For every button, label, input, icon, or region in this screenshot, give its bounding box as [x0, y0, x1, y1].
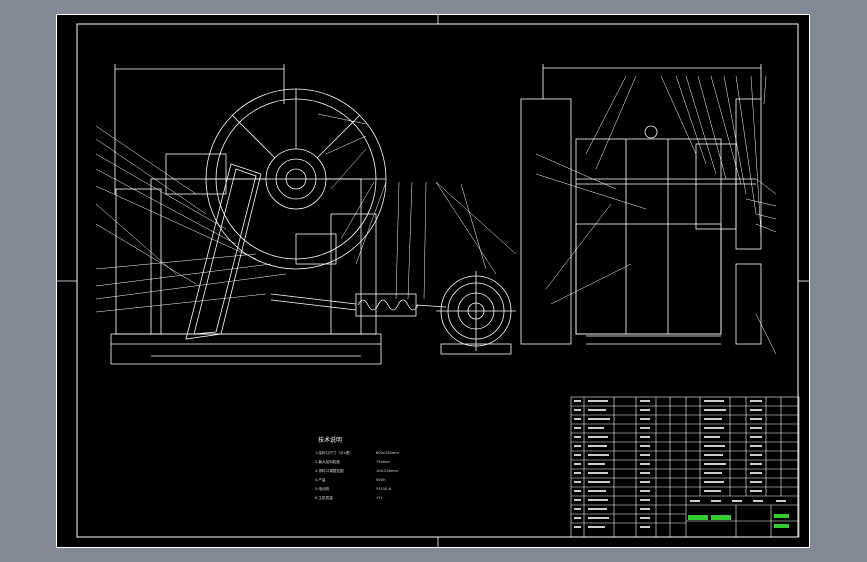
technical-notes: 技术说明 1.给料口尺寸（长x宽） 600x750mm 2.最大给料粒度 750… [315, 436, 399, 500]
tech-note-label: 3.排料口调整范围 [315, 468, 344, 473]
side-view-leaders [535, 75, 777, 355]
jaw-crusher-assembly-drawing: 技术说明 1.给料口尺寸（长x宽） 600x750mm 2.最大给料粒度 750… [56, 14, 810, 548]
electric-motor [436, 271, 516, 355]
outer-sheet-border [56, 14, 810, 548]
front-view-leaders [95, 113, 517, 313]
tech-note-label: 2.最大给料粒度 [315, 459, 340, 464]
tech-note-label: 4.产量 [315, 477, 326, 482]
tech-note-value: 17t [376, 496, 383, 500]
tech-notes-heading: 技术说明 [318, 436, 342, 444]
drawing-frame [76, 23, 799, 538]
parts-list-table [570, 396, 800, 538]
front-view [110, 64, 447, 365]
side-view [520, 64, 762, 345]
tech-note-value: Y315S-6 [376, 487, 392, 491]
tech-note-value: 100-200mm [376, 469, 399, 473]
tech-note-label: 5.电动机 [315, 486, 330, 491]
cad-viewport[interactable]: 技术说明 1.给料口尺寸（长x宽） 600x750mm 2.最大给料粒度 750… [56, 14, 810, 548]
tech-note-label: 1.给料口尺寸（长x宽） [315, 450, 353, 455]
parts-list-text-marks [574, 400, 786, 528]
tech-note-value: 50t/h [376, 478, 385, 482]
tech-note-value: 750mm [376, 460, 390, 464]
tech-note-value: 600x750mm [376, 451, 399, 455]
centering-marks [56, 14, 810, 548]
title-block-highlights [688, 514, 789, 528]
tech-note-label: 6.主机质量 [315, 495, 333, 500]
